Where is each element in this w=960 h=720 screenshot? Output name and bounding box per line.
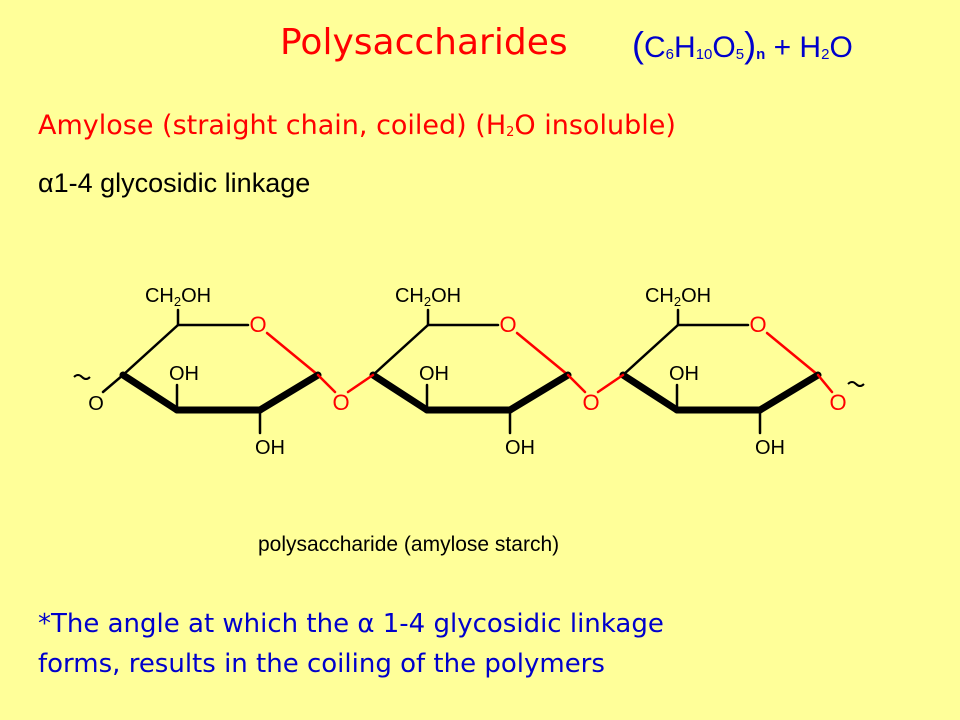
amylose-heading-part2: O insoluble) [514, 110, 676, 141]
left-end-bond [101, 373, 125, 394]
title-row: Polysaccharides (C6H10O5)n + H2O [280, 20, 940, 80]
footnote-line-2: forms, results in the coiling of the pol… [38, 649, 605, 679]
ring-1-o-c1-bond [265, 331, 320, 377]
formula-hydrogen-sub: 10 [695, 46, 713, 63]
formula-n-sub: n [756, 46, 766, 63]
ring-1-c4-c5-bond [121, 323, 180, 377]
footnote: *The angle at which the α 1-4 glycosidic… [38, 604, 918, 684]
ring-3-c3-c4-bond [619, 371, 681, 414]
ring-1-oh-upper-label: OH [169, 363, 199, 385]
amylose-heading-part1: Amylose (straight chain, coiled) (H [38, 110, 507, 141]
ring-2-oxygen-label: O [499, 312, 516, 337]
ring-1-c1-c2-bond [256, 371, 322, 414]
ring-3-c4-c5-bond [621, 323, 680, 377]
ring-3-c1-c2-bond [756, 371, 822, 414]
ring-1-c3-c4-bond [119, 371, 181, 414]
ring-2-o-c1-bond [515, 331, 570, 377]
ring-3-oh-upper-label: OH [669, 363, 699, 385]
formula-oxygen-sub: 5 [735, 46, 745, 63]
footnote-line-1: *The angle at which the α 1-4 glycosidic… [38, 609, 664, 639]
ring-2-oh-upper-label: OH [419, 363, 449, 385]
diagram-caption: polysaccharide (amylose starch) [258, 533, 560, 556]
ring-3-oxygen-label: O [749, 312, 766, 337]
ring-1-oh-lower-label: OH [255, 437, 285, 459]
linkage-label: α1-4 glycosidic linkage [38, 168, 311, 198]
ring-1-oxygen-label: O [249, 312, 266, 337]
right-end-bond [816, 373, 834, 394]
ring-2-c3-c4-bond [369, 371, 431, 414]
ring-1-ch2oh-label: CH2OH [145, 285, 211, 309]
formula-plus-water: + H [773, 31, 822, 64]
glycosidic-oxygen-1: O [332, 390, 349, 415]
polysaccharide-formula: (C6H10O5)n + H2O [632, 24, 853, 66]
ring-2-oh-lower-label: OH [505, 437, 535, 459]
amylose-heading: Amylose (straight chain, coiled) (H2O in… [38, 110, 676, 141]
ring-2-c4-c5-bond [371, 323, 430, 377]
amylose-diagram: CH2OH O OH OH CH2OH O OH OH CH2OH O OH OH O O O O [60, 270, 890, 570]
glycosidic-bond-1-right [346, 373, 375, 394]
slide-title: Polysaccharides [280, 22, 568, 63]
formula-open-paren: ( [632, 24, 644, 65]
formula-close-paren: ) [744, 24, 757, 65]
ring-3-o-c1-bond [765, 331, 820, 377]
ring-3-oh-lower-label: OH [755, 437, 785, 459]
right-end-oxygen-label: O [829, 390, 846, 415]
amylose-heading-sub: 2 [506, 125, 515, 140]
glycosidic-bond-1-left [316, 373, 337, 394]
formula-carbon-sub: 6 [665, 46, 675, 63]
ring-3-ch2oh-label: CH2OH [645, 285, 711, 309]
formula-carbon: C [644, 31, 666, 64]
ring-2-c1-c2-bond [506, 371, 572, 414]
glycosidic-oxygen-2: O [582, 390, 599, 415]
formula-hydrogen: H [674, 31, 696, 64]
ring-2-ch2oh-label: CH2OH [395, 285, 461, 309]
left-end-wavy-mark [73, 374, 91, 380]
formula-oxygen: O [712, 31, 736, 64]
glycosidic-bond-2-left [566, 373, 587, 394]
amylose-structure-svg: CH2OH O OH OH CH2OH O OH OH CH2OH O OH OH O O O O [73, 285, 865, 459]
glycosidic-bond-2-right [596, 373, 625, 394]
formula-water-o: O [829, 31, 853, 64]
left-end-oxygen-label: O [88, 393, 104, 415]
formula-water-sub: 2 [821, 46, 830, 63]
right-end-wavy-mark [847, 381, 865, 387]
